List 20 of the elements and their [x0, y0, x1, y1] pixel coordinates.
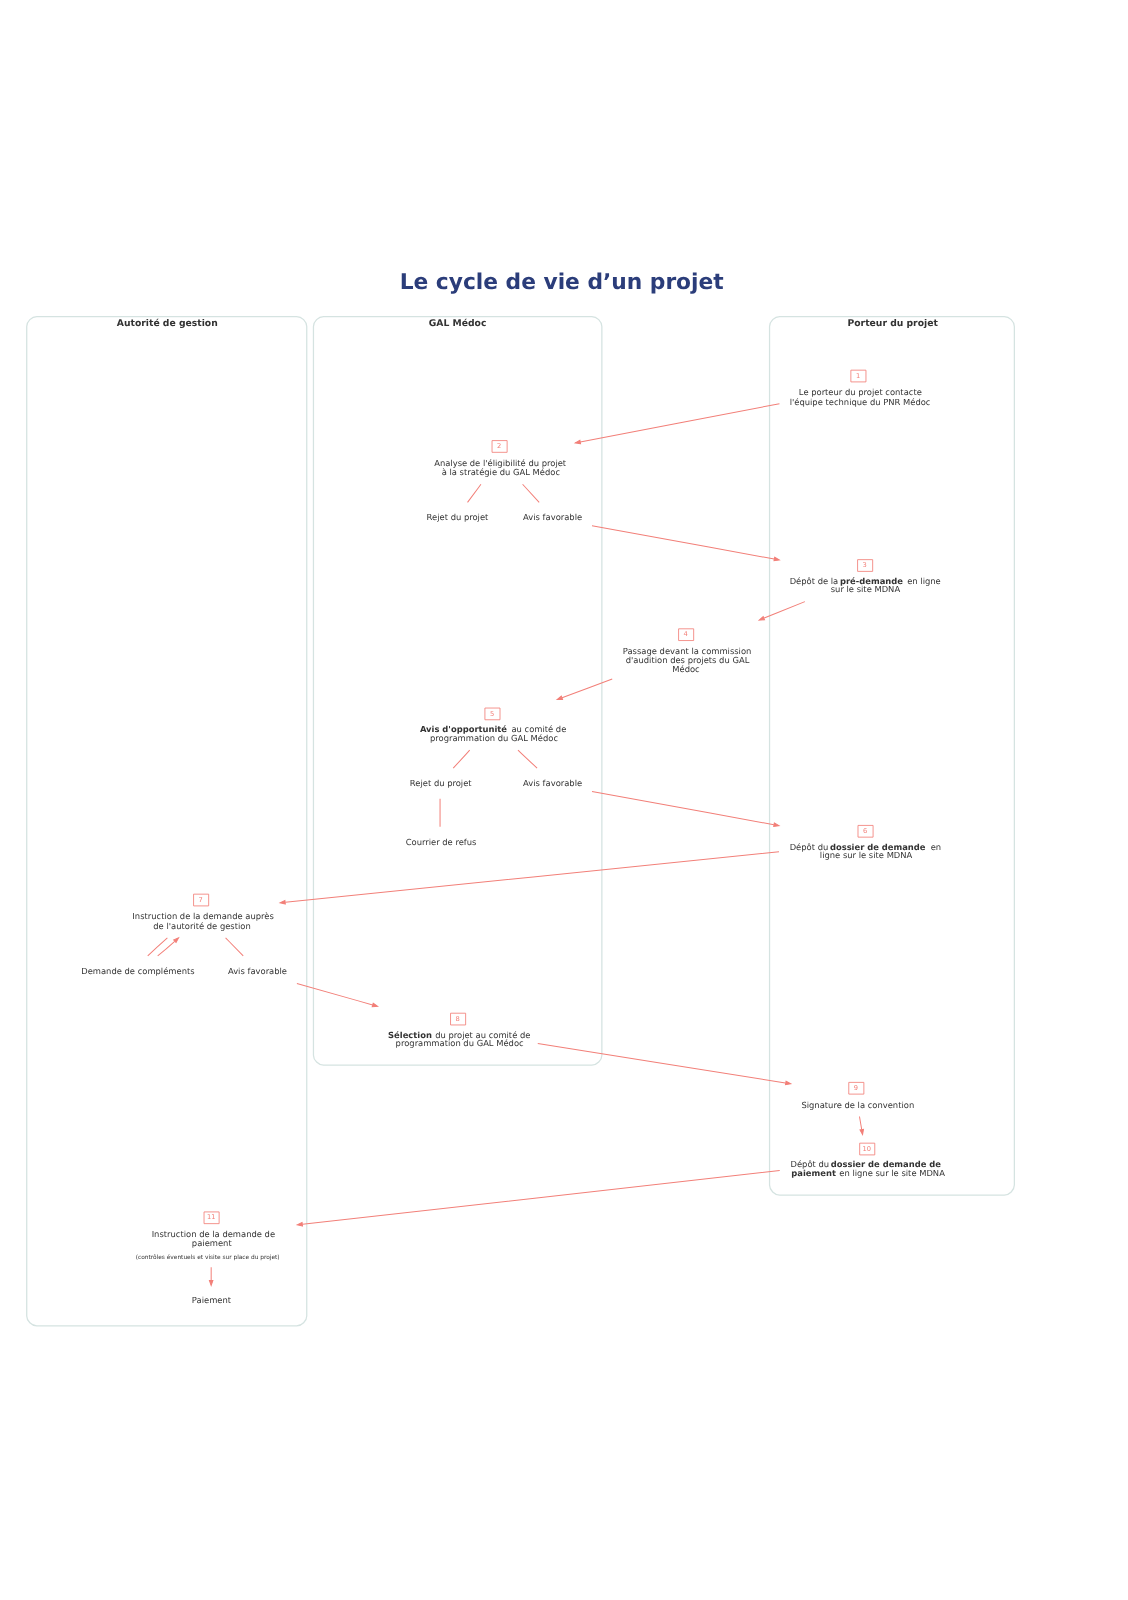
connector: [452, 748, 471, 768]
arrow: [591, 524, 781, 561]
arrow: [157, 935, 180, 956]
arrow: [555, 677, 613, 700]
arrow: [278, 850, 780, 904]
connector: [517, 748, 538, 768]
arrow: [295, 1169, 781, 1226]
connector: [147, 936, 168, 956]
connector: [439, 797, 441, 827]
diagram-title: Le cycle de vie d’un projet: [399, 268, 724, 295]
arrow: [208, 1265, 214, 1286]
arrow: [573, 402, 780, 444]
arrow: [757, 600, 806, 620]
connector: [225, 936, 244, 956]
arrow: [591, 790, 781, 827]
connector: [467, 482, 482, 502]
arrow: [296, 981, 379, 1007]
arrow: [537, 1042, 793, 1085]
connector: [522, 482, 540, 502]
arrow: [858, 1115, 865, 1136]
